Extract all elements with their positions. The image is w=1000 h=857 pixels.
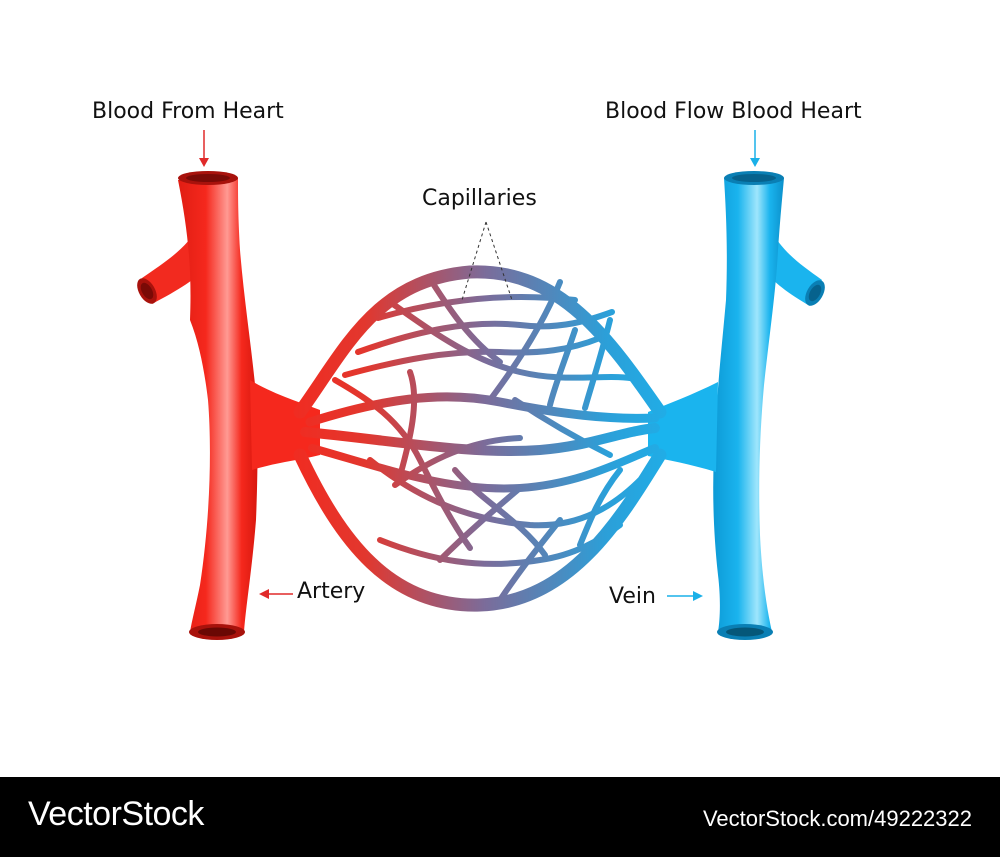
footer-brand-logo: VectorStock xyxy=(28,795,204,833)
blood-flow-heart-label: Blood Flow Blood Heart xyxy=(605,99,862,124)
capillary-vessel xyxy=(452,467,548,558)
watermark-footer: VectorStock VectorStock.com/49222322 xyxy=(0,777,1000,857)
vein-label: Vein xyxy=(609,584,656,609)
arrow-down-icon xyxy=(199,130,209,167)
capillary-vessel xyxy=(387,299,643,383)
capillary-vessel xyxy=(355,309,615,355)
capillary-vessel xyxy=(487,279,563,403)
artery-junction xyxy=(250,380,320,470)
capillaries-pointer xyxy=(461,221,513,301)
arrow-right-icon xyxy=(667,591,703,601)
capillary-outer-top xyxy=(293,265,667,419)
footer-image-id: VectorStock.com/49222322 xyxy=(702,806,972,831)
capillary-bed xyxy=(293,265,667,612)
capillary-main-1 xyxy=(300,423,660,456)
artery-trunk xyxy=(178,178,258,632)
capillary-vessel xyxy=(497,517,563,603)
capillaries-label: Capillaries xyxy=(422,186,537,211)
capillary-main-2 xyxy=(305,392,660,427)
vein-junction xyxy=(648,382,718,472)
arrow-left-icon xyxy=(259,589,293,599)
capillary-vessel xyxy=(429,279,503,365)
capillary-vessel xyxy=(582,317,613,411)
capillary-vessel xyxy=(377,522,623,567)
capillary-outer-bottom xyxy=(293,448,667,612)
capillary-vessel xyxy=(367,457,643,529)
vein-trunk xyxy=(713,178,784,632)
artery-label: Artery xyxy=(297,579,366,604)
capillary-vessel xyxy=(332,377,473,551)
arrow-down-icon xyxy=(750,130,760,167)
capillary-vessel xyxy=(397,369,418,479)
capillary-vessel xyxy=(547,327,578,408)
artery-vessel xyxy=(137,171,320,640)
blood-from-heart-label: Blood From Heart xyxy=(92,99,284,124)
capillary-vessel xyxy=(512,397,613,458)
vein-vessel xyxy=(648,171,825,640)
blood-vessel-diagram xyxy=(137,130,825,640)
capillary-vessel xyxy=(392,435,523,488)
capillary-vessel xyxy=(437,485,523,563)
capillary-vessel xyxy=(577,467,623,548)
